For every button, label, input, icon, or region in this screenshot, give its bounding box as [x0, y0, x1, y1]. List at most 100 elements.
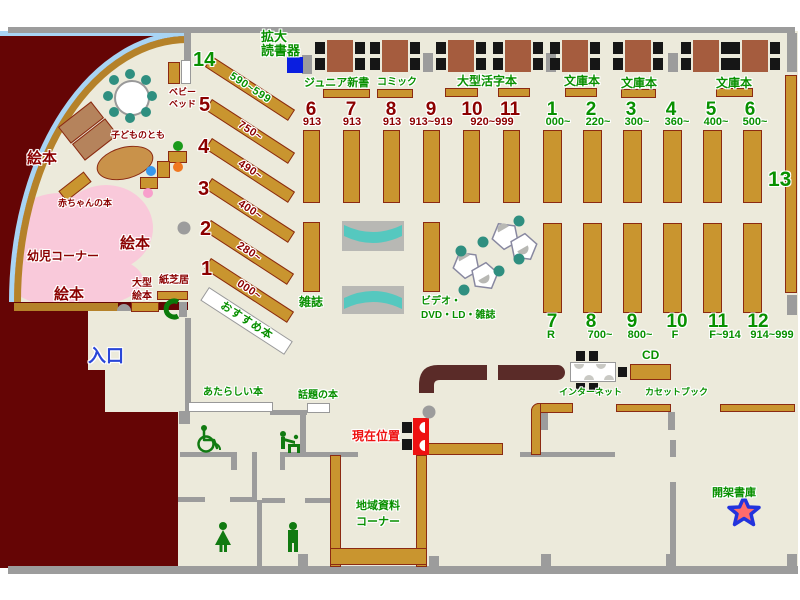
chair: [550, 58, 560, 70]
magnifier-device: [287, 57, 303, 73]
label-current-location: 現在位置: [352, 429, 401, 443]
bookshelf: [720, 404, 795, 412]
wall-segment: [668, 53, 678, 72]
wall-segment: [252, 452, 257, 500]
label-bunko2: 文庫本: [621, 76, 658, 90]
display-band-top: [344, 225, 402, 243]
shelf-range-label: 913: [382, 116, 402, 128]
reading-table: [505, 40, 531, 72]
baby-bed: [181, 60, 191, 84]
chair: [590, 42, 600, 54]
bookshelf: [785, 75, 797, 293]
chair: [355, 42, 365, 54]
label-magnifier: 拡大 読書器: [261, 29, 301, 59]
bookshelf: [303, 130, 320, 203]
label-infant-corner: 幼児コーナー: [27, 249, 100, 263]
counter-elbow: [419, 365, 487, 393]
internet-seats: [574, 364, 614, 380]
marker-seats: [419, 422, 425, 451]
shelf-number: 11: [499, 99, 521, 120]
bookshelf: [623, 223, 642, 313]
label-topic-books: 話題の本: [298, 390, 338, 401]
chair: [125, 69, 135, 79]
shelf-number: 10: [666, 311, 688, 332]
bookshelf: [498, 88, 530, 97]
label-bunko1: 文庫本: [564, 74, 601, 88]
shelf-number: 4: [665, 99, 677, 120]
bookshelf: [330, 455, 341, 567]
wall-segment: [305, 498, 330, 503]
wall-segment: [230, 497, 257, 502]
label-bunko3: 文庫本: [716, 76, 753, 90]
shelf-number: 9: [425, 99, 437, 120]
bookshelf: [423, 222, 440, 292]
bookshelf: [630, 364, 671, 380]
shelf-range-label: 913: [342, 116, 362, 128]
label-large-print: 大型活字本: [457, 74, 518, 88]
chair: [613, 58, 623, 70]
out-of-area-mid2: [0, 370, 105, 412]
chair: [576, 383, 585, 393]
bookshelf: [463, 130, 480, 203]
shelf-range-label: F~914: [709, 329, 741, 341]
bookshelf: [743, 130, 762, 203]
shelf-number: 14: [193, 49, 216, 71]
label-shelf13: 13: [768, 168, 792, 191]
shelf-range-label: F: [671, 329, 679, 341]
shelf-number: 6: [305, 99, 317, 120]
display-band-bottom: [344, 291, 402, 309]
shelf-number: 3: [198, 178, 210, 200]
shelf-range-label: 400~: [703, 116, 729, 128]
shelf-number: 3: [625, 99, 637, 120]
shelf-range-label: 914~999: [750, 329, 794, 341]
reading-table: [327, 40, 353, 72]
shelf-range-label: 913: [302, 116, 322, 128]
chair: [576, 351, 585, 361]
bookshelf: [703, 130, 722, 203]
wall-segment: [429, 556, 439, 566]
bookshelf: [663, 223, 682, 313]
bookshelf: [445, 88, 478, 97]
bookshelf: [543, 223, 562, 313]
chair: [147, 91, 157, 101]
chair: [410, 42, 420, 54]
bookshelf: [565, 88, 597, 97]
reading-table: [562, 40, 588, 72]
shelf-number: 1: [546, 99, 558, 120]
shelf-number: 12: [747, 311, 769, 332]
bookshelf: [543, 130, 562, 203]
wall-segment: [670, 482, 676, 568]
pillar-dot: [422, 405, 436, 419]
chair: [109, 75, 120, 86]
chair: [681, 42, 691, 54]
carrel-chairs: [455, 215, 525, 296]
door-arch: [117, 304, 131, 311]
baby-change-icon: [280, 431, 300, 453]
bookshelf: [703, 223, 722, 313]
out-of-area-bottom: [0, 412, 178, 568]
wall-segment: [8, 566, 798, 574]
wall-segment: [257, 500, 262, 568]
closed-stacks-star-icon: [727, 495, 761, 527]
chair: [533, 58, 543, 70]
wall-segment: [787, 295, 797, 315]
bookshelf: [157, 161, 170, 178]
new-books-shelf: [188, 402, 273, 412]
wall-segment: [185, 318, 191, 412]
label-cd: CD: [642, 348, 660, 362]
reading-table: [625, 40, 651, 72]
topic-books-shelf: [307, 403, 330, 413]
bookshelf: [383, 130, 400, 203]
wall-segment: [302, 55, 312, 74]
kids-stool: [146, 166, 156, 176]
bookshelf: [330, 548, 427, 565]
bookshelf: [616, 404, 671, 412]
label-baby-books: 赤ちゃんの本: [58, 198, 113, 208]
chair: [370, 42, 380, 54]
chair: [721, 42, 731, 54]
bookshelf: [621, 89, 656, 98]
shelf-number: 8: [385, 99, 397, 120]
chair: [140, 75, 151, 86]
wall-segment: [423, 53, 433, 72]
label-baby-bed: ベビー ベッド: [169, 87, 197, 110]
